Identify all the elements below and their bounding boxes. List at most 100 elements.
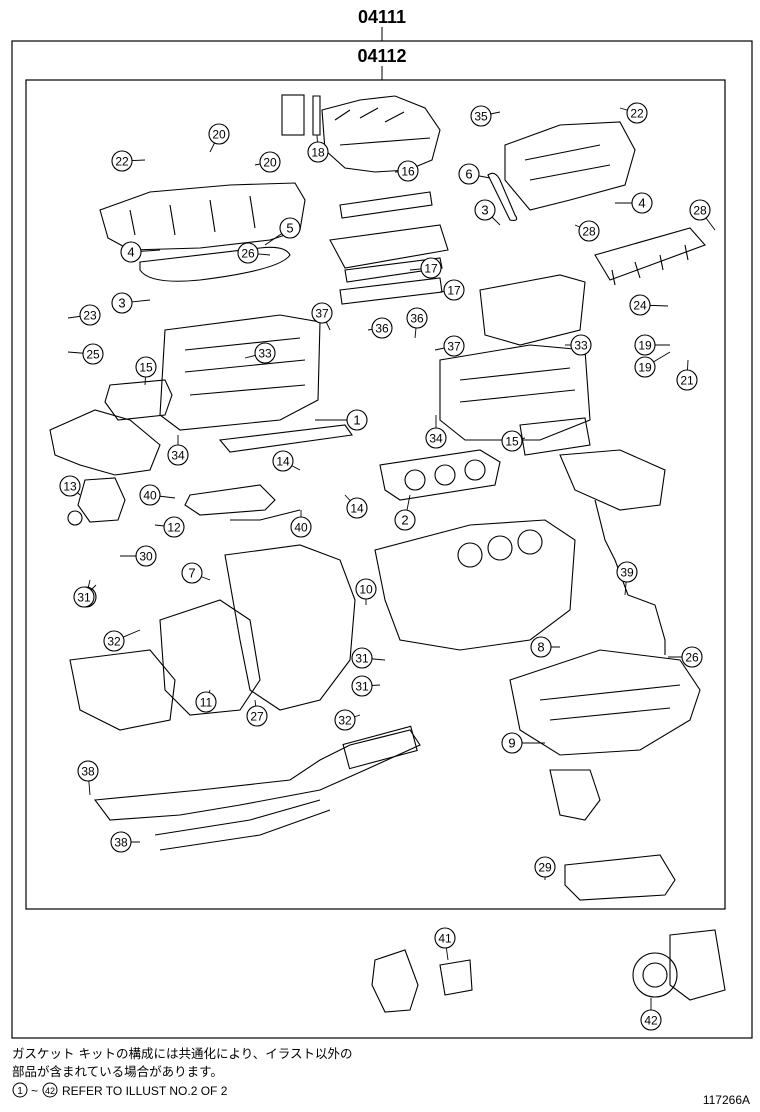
- callout-37[interactable]: 37: [311, 302, 333, 331]
- callout-36[interactable]: 36: [406, 307, 428, 339]
- callout-1[interactable]: 1: [315, 409, 368, 431]
- callout-number: 7: [188, 566, 195, 581]
- callout-circle: [631, 192, 653, 214]
- callout-40[interactable]: 40: [290, 510, 312, 538]
- right-manifold-gasket-15: [519, 417, 591, 456]
- callout-number: 12: [167, 521, 181, 535]
- callout-41[interactable]: 41: [434, 927, 456, 961]
- ref-start-number: 1: [17, 1086, 23, 1097]
- callout-7[interactable]: 7: [181, 562, 211, 584]
- callout-16[interactable]: 16: [394, 160, 419, 182]
- callout-number: 25: [86, 348, 100, 362]
- callout-32[interactable]: 32: [103, 629, 141, 652]
- callout-circle: [110, 831, 132, 853]
- timing-cover-outer: [69, 649, 176, 731]
- ref-end-number: 42: [45, 1086, 55, 1096]
- callout-5[interactable]: 5: [264, 217, 301, 246]
- callout-26[interactable]: 26: [668, 646, 703, 668]
- callout-number: 22: [115, 155, 129, 169]
- callout-number: 33: [574, 339, 588, 353]
- callout-number: 15: [505, 435, 519, 449]
- callout-22[interactable]: 22: [619, 102, 648, 124]
- callout-17[interactable]: 17: [409, 257, 442, 279]
- callout-31[interactable]: 31: [73, 584, 97, 608]
- callout-circle: [534, 856, 556, 878]
- callout-number: 3: [481, 203, 488, 218]
- callout-number: 16: [401, 165, 415, 179]
- boot-41: [371, 949, 419, 1013]
- callout-38[interactable]: 38: [77, 760, 99, 796]
- callout-22[interactable]: 22: [111, 150, 146, 172]
- rear-plate: [669, 929, 726, 1001]
- callout-17[interactable]: 17: [439, 279, 465, 301]
- callout-24[interactable]: 24: [629, 294, 669, 316]
- callout-circle: [120, 241, 142, 263]
- callout-38[interactable]: 38: [110, 831, 140, 853]
- callout-4[interactable]: 4: [615, 192, 653, 214]
- callout-42[interactable]: 42: [640, 998, 662, 1031]
- callout-30[interactable]: 30: [120, 545, 157, 567]
- callout-3[interactable]: 3: [111, 292, 151, 314]
- callout-25[interactable]: 25: [67, 343, 104, 365]
- callout-11[interactable]: 11: [195, 689, 217, 713]
- callout-number: 32: [338, 714, 352, 728]
- callout-14[interactable]: 14: [344, 494, 368, 519]
- callout-34[interactable]: 34: [425, 415, 447, 449]
- callout-31[interactable]: 31: [351, 647, 386, 669]
- callout-14[interactable]: 14: [272, 450, 301, 472]
- callout-37[interactable]: 37: [434, 335, 465, 357]
- bracket-18: [281, 94, 305, 136]
- callout-9[interactable]: 9: [501, 732, 545, 754]
- callout-10[interactable]: 10: [355, 578, 377, 605]
- callout-35[interactable]: 35: [470, 105, 501, 127]
- callout-32[interactable]: 32: [334, 709, 361, 731]
- callout-20[interactable]: 20: [208, 123, 230, 153]
- callout-20[interactable]: 20: [254, 151, 281, 173]
- callout-28[interactable]: 28: [574, 220, 600, 242]
- inner-kit-code[interactable]: 04112: [357, 46, 406, 66]
- callout-number: 21: [680, 374, 694, 388]
- callout-circle: [259, 151, 281, 173]
- timing-cover-11: [159, 599, 261, 716]
- callout-23[interactable]: 23: [67, 304, 101, 326]
- callout-33[interactable]: 33: [244, 342, 276, 364]
- callout-40[interactable]: 40: [139, 484, 176, 506]
- callout-6[interactable]: 6: [458, 163, 491, 185]
- outer-kit-code[interactable]: 04111: [358, 7, 406, 27]
- callout-circle: [501, 732, 523, 754]
- callout-number: 24: [633, 299, 647, 313]
- callout-circle: [634, 356, 656, 378]
- callout-2[interactable]: 2: [394, 494, 416, 531]
- callout-21[interactable]: 21: [676, 359, 698, 391]
- callout-27[interactable]: 27: [246, 699, 268, 727]
- callout-number: 9: [508, 736, 515, 751]
- callout-number: 23: [83, 309, 97, 323]
- callout-3[interactable]: 3: [474, 199, 501, 226]
- callout-13[interactable]: 13: [59, 475, 81, 497]
- callout-8[interactable]: 8: [530, 636, 560, 658]
- callout-circle: [237, 242, 259, 264]
- head-gasket-2: [379, 449, 501, 501]
- callout-15[interactable]: 15: [501, 430, 526, 452]
- callout-34[interactable]: 34: [167, 435, 189, 466]
- callout-circle: [434, 927, 456, 949]
- ref-text: REFER TO ILLUST NO.2 OF 2: [62, 1084, 228, 1098]
- callout-12[interactable]: 12: [154, 516, 185, 538]
- callout-19[interactable]: 19: [634, 351, 671, 378]
- callout-18[interactable]: 18: [307, 134, 329, 163]
- callout-36[interactable]: 36: [367, 317, 393, 339]
- callout-26[interactable]: 26: [237, 242, 271, 264]
- callout-28[interactable]: 28: [689, 199, 716, 231]
- callout-33[interactable]: 33: [565, 334, 592, 356]
- callout-19[interactable]: 19: [634, 334, 670, 356]
- callout-circle: [307, 141, 329, 163]
- callout-15[interactable]: 15: [135, 356, 157, 386]
- callout-number: 31: [355, 680, 369, 694]
- callout-31[interactable]: 31: [351, 675, 381, 697]
- callout-number: 27: [250, 710, 264, 724]
- callout-29[interactable]: 29: [534, 856, 556, 880]
- callout-4[interactable]: 4: [120, 241, 161, 263]
- callout-circle: [279, 217, 301, 239]
- callout-39[interactable]: 39: [616, 561, 638, 596]
